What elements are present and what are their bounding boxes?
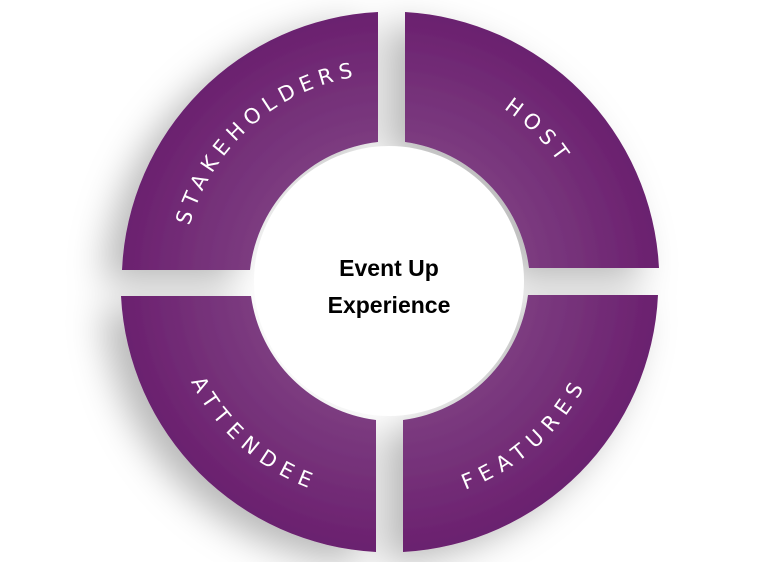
- segment-features: [403, 295, 658, 552]
- center-title-line1: Event Up: [339, 255, 439, 281]
- center-circle: [254, 146, 524, 416]
- center-title-line2: Experience: [328, 292, 451, 318]
- segment-stakeholders: [122, 12, 378, 270]
- segment-attendee: [121, 296, 376, 552]
- segment-ring: [121, 12, 659, 552]
- segment-host: [405, 12, 659, 268]
